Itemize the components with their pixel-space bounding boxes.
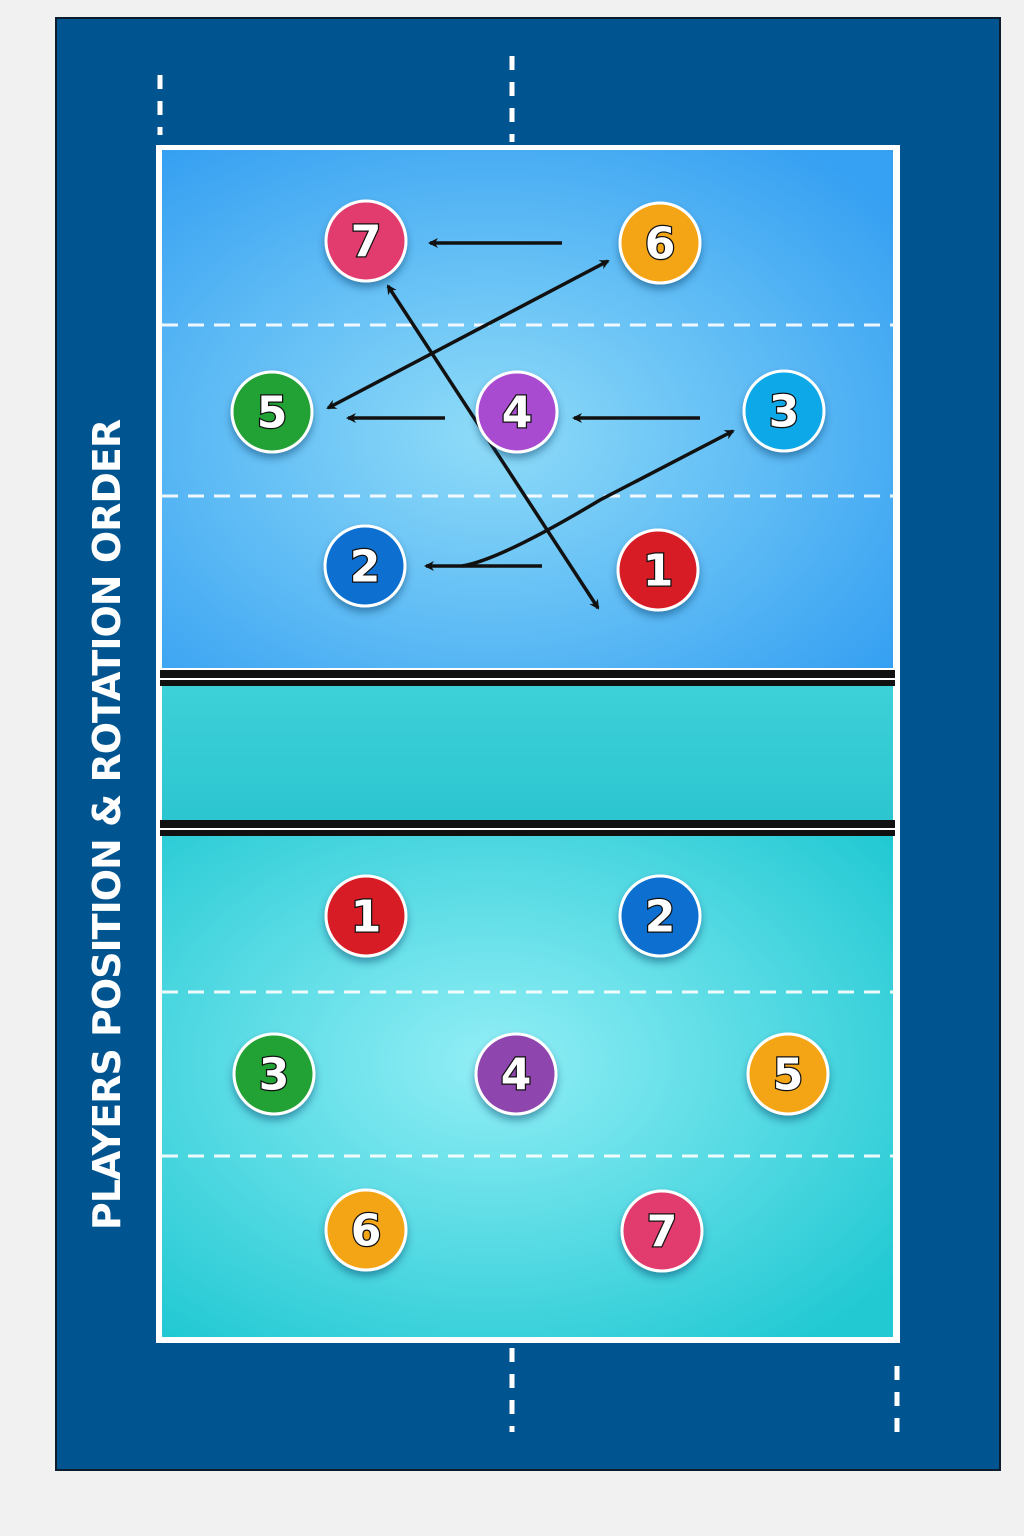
bottom_team-player-3: 3 — [232, 1032, 316, 1116]
player-marker — [324, 199, 408, 283]
player-marker — [324, 1188, 408, 1272]
player-marker — [616, 528, 700, 612]
player-number: 2 — [645, 892, 676, 943]
player-number: 4 — [501, 1050, 532, 1101]
bottom_team-player-6: 6 — [324, 1188, 408, 1272]
player-marker — [230, 370, 314, 454]
player-number: 7 — [647, 1207, 678, 1258]
center-zone — [162, 686, 893, 820]
bottom_team-player-2: 2 — [618, 874, 702, 958]
player-number: 3 — [769, 387, 800, 438]
player-number: 4 — [502, 388, 533, 439]
player-marker — [618, 874, 702, 958]
player-number: 1 — [351, 892, 382, 943]
player-marker — [618, 201, 702, 285]
bottom_team-player-5: 5 — [746, 1032, 830, 1116]
player-marker — [742, 369, 826, 453]
court-markers — [157, 56, 900, 1432]
player-number: 5 — [257, 388, 288, 439]
net-lines — [160, 670, 895, 836]
player-marker — [323, 524, 407, 608]
top_team-player-7: 7 — [324, 199, 408, 283]
bottom_team-player-7: 7 — [620, 1189, 704, 1273]
top_team-player-3: 3 — [742, 369, 826, 453]
player-marker — [324, 874, 408, 958]
top_team-player-1: 1 — [616, 528, 700, 612]
player-marker — [475, 370, 559, 454]
player-number: 5 — [773, 1050, 804, 1101]
player-marker — [232, 1032, 316, 1116]
player-marker — [474, 1032, 558, 1116]
player-number: 6 — [645, 219, 676, 270]
player-number: 3 — [259, 1050, 290, 1101]
player-number: 2 — [350, 542, 381, 593]
top_team-player-6: 6 — [618, 201, 702, 285]
players: 7 6 5 4 3 2 1 1 2 3 4 5 6 7 — [230, 199, 830, 1273]
rotation-arrows — [326, 238, 735, 610]
player-number: 7 — [351, 217, 382, 268]
diagram-title: PLAYERS POSITION & ROTATION ORDER — [85, 419, 129, 1230]
player-number: 6 — [351, 1206, 382, 1257]
top_team-player-5: 5 — [230, 370, 314, 454]
arrow-7-to-1 — [386, 284, 600, 610]
player-marker — [746, 1032, 830, 1116]
top_team-player-2: 2 — [323, 524, 407, 608]
bottom_team-player-1: 1 — [324, 874, 408, 958]
bottom_team-player-4: 4 — [474, 1032, 558, 1116]
player-marker — [620, 1189, 704, 1273]
arrow-2-to-3 — [461, 429, 735, 568]
top_team-player-4: 4 — [475, 370, 559, 454]
player-number: 1 — [643, 546, 674, 597]
